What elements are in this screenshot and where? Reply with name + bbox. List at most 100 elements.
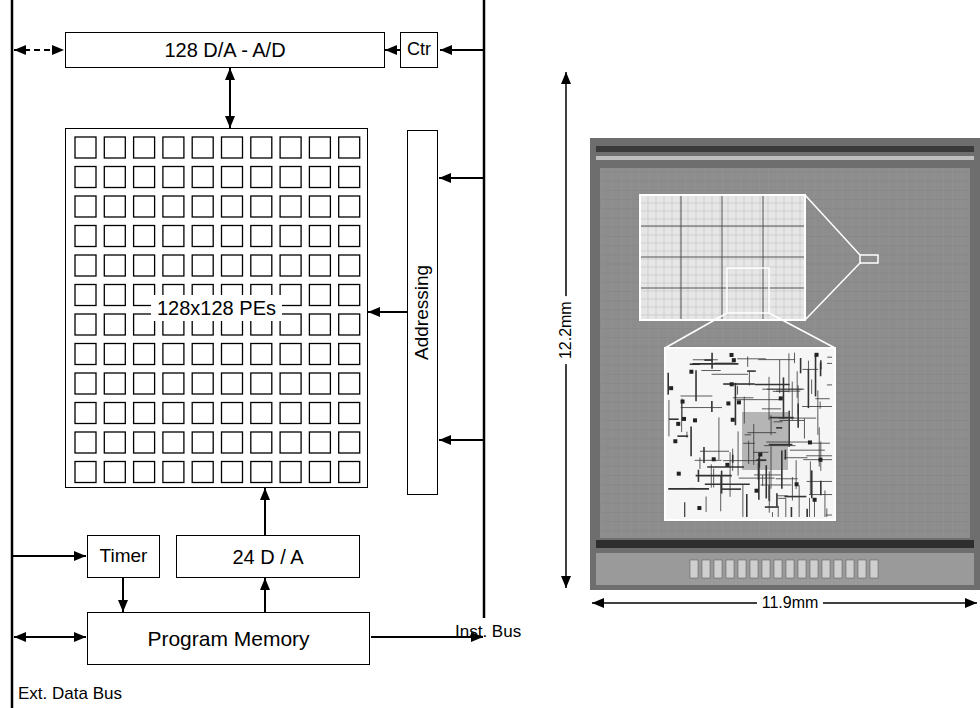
circuit-trace [803,459,832,460]
inset-line [704,196,705,319]
chip-texture-line [943,170,944,536]
pe-cell [222,403,243,424]
pe-cell [134,462,155,483]
pe-cell [251,344,272,365]
circuit-trace [827,384,832,385]
pe-cell [104,226,125,247]
bond-pad [834,560,842,578]
pe-cell [134,403,155,424]
chip-texture-line [602,172,968,173]
ext-data-bus-line [11,0,14,708]
circuit-trace [758,359,795,360]
pe-cell [222,167,243,188]
chip-top-rail [596,146,974,152]
circuit-trace [760,484,791,485]
pe-cell [309,462,330,483]
zoom-marker [727,268,769,313]
circuit-trace [701,370,720,371]
circuit-trace [737,358,766,359]
pe-cell [192,403,213,424]
zoom-line [769,313,835,348]
circuit-trace [681,407,722,408]
circuit-trace [792,477,793,500]
circuit-trace [824,491,825,517]
pe-cell [192,432,213,453]
pe-cell [339,314,360,335]
pe-cell [339,196,360,217]
pe-cell [75,314,96,335]
circuit-trace [772,512,773,517]
circuit-trace [771,446,772,488]
zoom-inset [640,195,805,320]
circuit-trace [781,451,783,489]
pe-cell [75,255,96,276]
inset-line [641,203,804,204]
pe-cell [75,432,96,453]
inset-line [792,196,793,319]
circuit-via [677,472,681,476]
counter-box: Ctr [400,32,438,68]
inset-line [720,196,721,319]
circuit-trace [755,384,790,386]
chip-texture-line [612,170,613,536]
circuit-trace [735,383,737,425]
pe-cell [163,167,184,188]
signal-arrow [229,68,231,128]
pe-cell [75,196,96,217]
pe-cell [192,226,213,247]
pe-cell [280,373,301,394]
inset-line [641,288,804,289]
pe-cell [251,373,272,394]
pe-cell [339,255,360,276]
bond-pad [846,560,854,578]
pe-cell [192,344,213,365]
pe-cell [280,255,301,276]
pe-cell [339,403,360,424]
chip-texture-line [602,190,968,191]
pe-cell [192,196,213,217]
pe-cell [339,432,360,453]
zoom-line [805,195,860,255]
circuit-trace [686,432,687,438]
pe-cell [251,462,272,483]
inset-line [641,211,804,212]
circuit-trace [815,354,817,396]
circuit-trace [668,488,709,490]
pe-cell [280,462,301,483]
circuit-via [818,458,822,462]
circuit-via [726,401,730,405]
pe-cell [339,137,360,158]
inset-line [680,196,681,319]
inset-line [688,196,689,319]
circuit-trace [803,369,819,370]
inset-line [641,257,804,258]
pe-cell [192,167,213,188]
pe-cell [104,373,125,394]
inset-line [681,196,682,319]
zoom-marker [860,255,878,263]
circuit-trace [820,363,822,376]
circuit-trace [776,493,778,506]
zoom-inset [665,348,835,520]
bus-arrow [14,49,64,51]
circuit-trace [827,363,832,364]
pe-cell [280,137,301,158]
circuit-trace [693,359,718,360]
circuit-trace [765,465,767,498]
inset-circuit [668,353,832,517]
pe-cell [104,403,125,424]
circuit-trace [762,475,763,486]
circuit-trace [826,508,827,517]
pe-cell [309,373,330,394]
pe-array: 128x128 PEs [65,128,368,488]
circuit-trace [820,481,822,495]
pe-cell [163,226,184,247]
circuit-trace [738,431,739,475]
bond-pad [738,560,746,578]
circuit-trace [723,383,755,385]
pe-cell [134,255,155,276]
inset-line [641,299,804,300]
circuit-via [813,498,817,502]
